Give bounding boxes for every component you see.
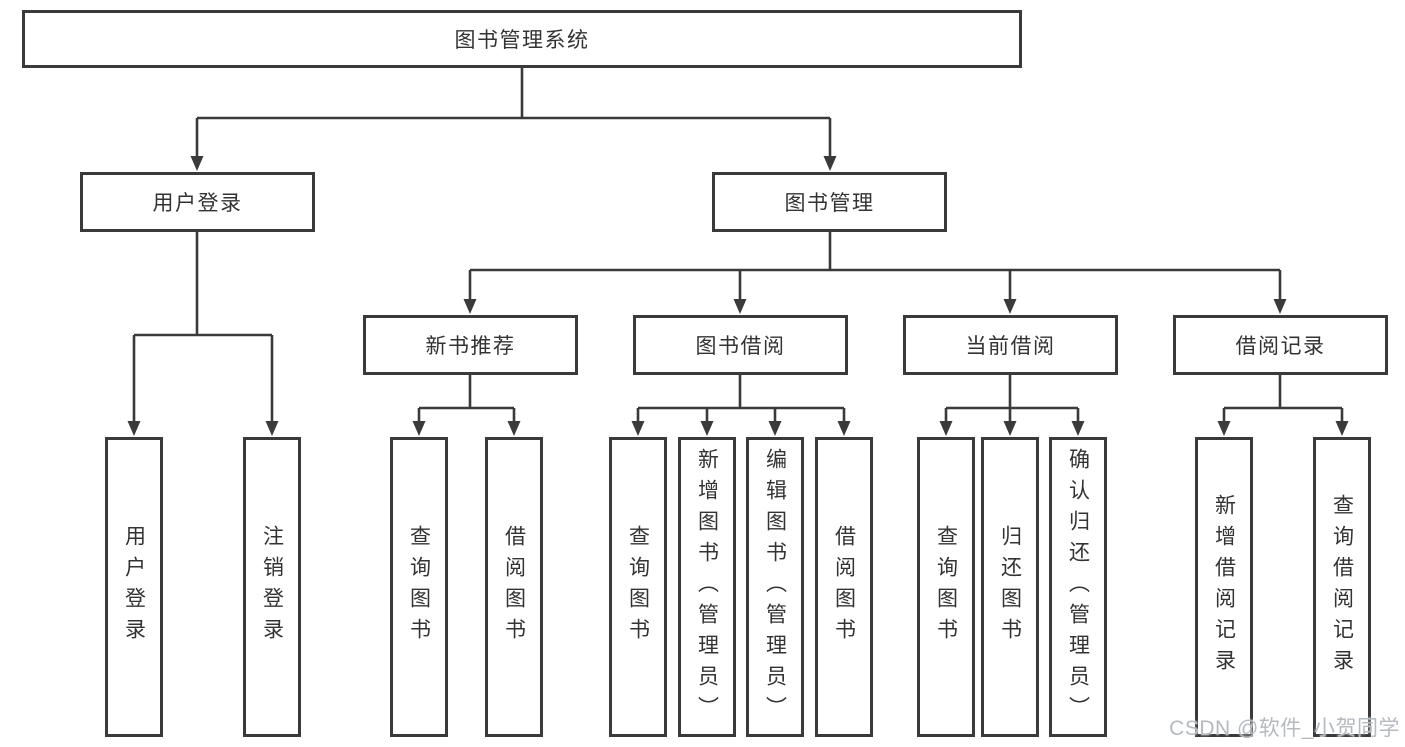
node-book-borrow: 图书借阅 bbox=[633, 315, 848, 375]
leaf-label: 借阅图书 bbox=[832, 525, 856, 649]
leaf-query-books-current: 查询图书 bbox=[917, 437, 975, 737]
leaf-label: 编辑图书（管理员） bbox=[763, 447, 787, 727]
leaf-query-books-recommend: 查询图书 bbox=[390, 437, 448, 737]
watermark: CSDN @软件_小贺同学 bbox=[1169, 717, 1400, 740]
leaf-logout: 注销登录 bbox=[243, 437, 301, 737]
leaf-label: 注销登录 bbox=[260, 525, 284, 649]
node-user-login: 用户登录 bbox=[80, 172, 315, 232]
leaf-label: 归还图书 bbox=[998, 525, 1022, 649]
leaf-add-borrow-record: 新增借阅记录 bbox=[1195, 437, 1253, 737]
leaf-user-login: 用户登录 bbox=[105, 437, 163, 737]
leaf-label: 查询图书 bbox=[626, 525, 650, 649]
leaf-add-book-admin: 新增图书（管理员） bbox=[678, 437, 736, 737]
leaf-label: 查询借阅记录 bbox=[1330, 494, 1354, 680]
node-root: 图书管理系统 bbox=[22, 10, 1022, 68]
leaf-label: 借阅图书 bbox=[502, 525, 526, 649]
node-new-book-recommend: 新书推荐 bbox=[363, 315, 578, 375]
leaf-label: 查询图书 bbox=[407, 525, 431, 649]
leaf-label: 新增图书（管理员） bbox=[695, 447, 719, 727]
leaf-borrow-books-recommend: 借阅图书 bbox=[485, 437, 543, 737]
leaf-confirm-return-admin: 确认归还（管理员） bbox=[1049, 437, 1107, 737]
leaf-borrow-books: 借阅图书 bbox=[815, 437, 873, 737]
leaf-label: 用户登录 bbox=[122, 525, 146, 649]
leaf-label: 查询图书 bbox=[934, 525, 958, 649]
leaf-label: 确认归还（管理员） bbox=[1066, 447, 1090, 727]
leaf-return-book: 归还图书 bbox=[981, 437, 1039, 737]
leaf-edit-book-admin: 编辑图书（管理员） bbox=[746, 437, 804, 737]
node-borrow-records: 借阅记录 bbox=[1173, 315, 1388, 375]
node-book-management: 图书管理 bbox=[712, 172, 947, 232]
leaf-query-books-borrow: 查询图书 bbox=[609, 437, 667, 737]
leaf-query-borrow-record: 查询借阅记录 bbox=[1313, 437, 1371, 737]
node-current-borrow: 当前借阅 bbox=[903, 315, 1118, 375]
leaf-label: 新增借阅记录 bbox=[1212, 494, 1236, 680]
